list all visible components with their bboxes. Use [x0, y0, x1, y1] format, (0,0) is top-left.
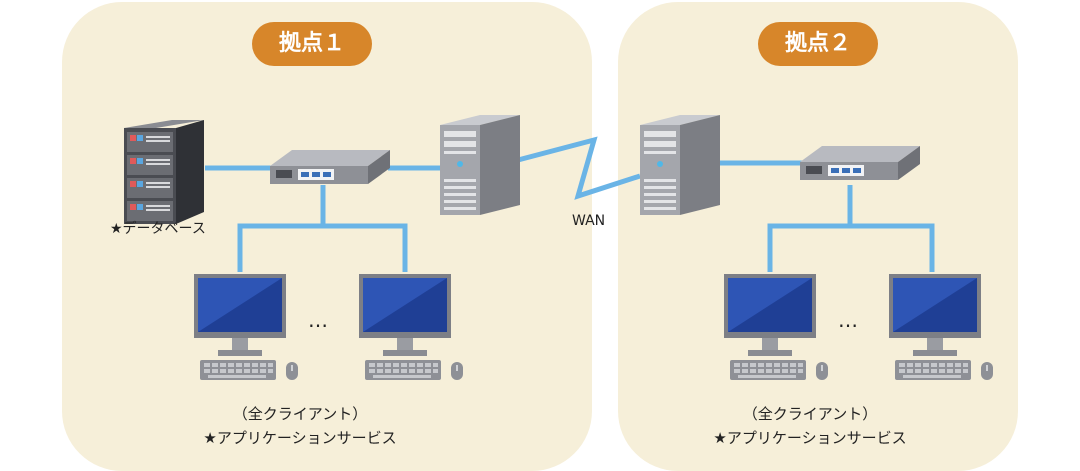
site-2-more-clients-ellipsis: … [838, 308, 860, 332]
network-links-site-1 [205, 165, 442, 272]
site-1-client-1-icon [194, 274, 298, 380]
database-label: ★データベース [110, 221, 206, 237]
site-2-badge: 拠点２ [758, 22, 878, 66]
site-1-switch-icon [270, 150, 390, 184]
site-2-caption-clients: （全クライアント） [742, 405, 878, 423]
site-2-area [618, 2, 1018, 471]
site-1-caption: （全クライアント） ★アプリケーションサービス [180, 402, 420, 450]
site-1-area [62, 2, 592, 471]
site-1-caption-service: ★アプリケーションサービス [203, 429, 397, 447]
site-2-client-2-icon [889, 274, 993, 380]
network-links-site-2 [720, 160, 935, 272]
site-2-caption-service: ★アプリケーションサービス [713, 429, 907, 447]
site-1-more-clients-ellipsis: … [308, 308, 330, 332]
site-1-badge: 拠点１ [252, 22, 372, 66]
wan-link [517, 136, 641, 200]
site-1-client-2-icon [359, 274, 463, 380]
site-2-client-1-icon [724, 274, 828, 380]
site-2-switch-icon [800, 146, 920, 180]
database-server-icon [124, 120, 204, 224]
site-2-server-icon [640, 115, 720, 215]
site-2-caption: （全クライアント） ★アプリケーションサービス [690, 402, 930, 450]
site-1-caption-clients: （全クライアント） [232, 405, 368, 423]
wan-label: WAN [572, 213, 606, 229]
site-1-server-icon [440, 115, 520, 215]
